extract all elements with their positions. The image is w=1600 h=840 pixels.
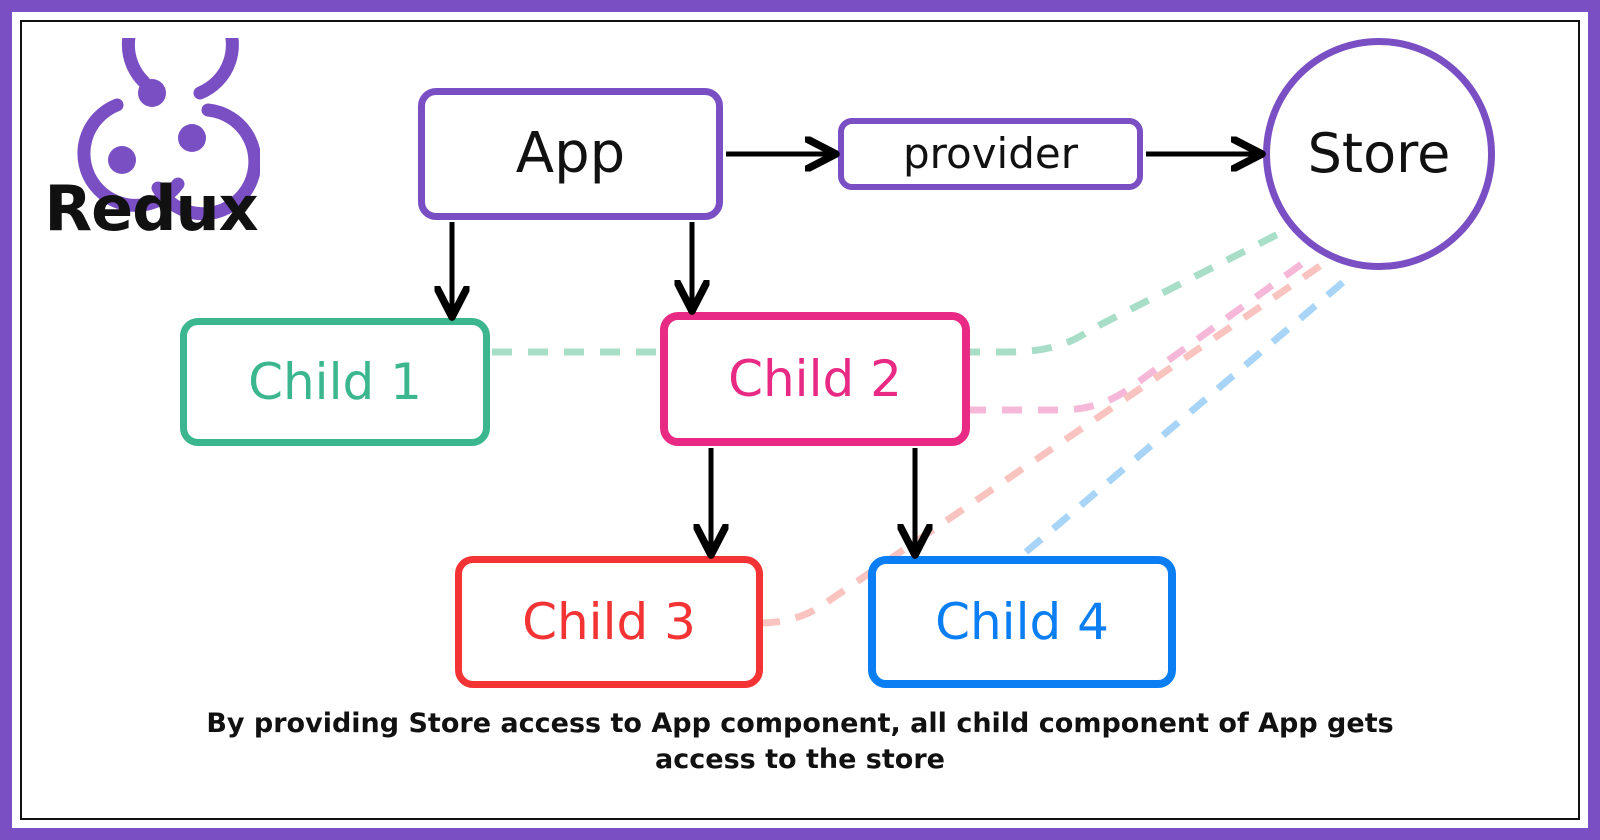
caption-line-2: access to the store bbox=[655, 744, 945, 776]
node-child-4-label: Child 4 bbox=[935, 593, 1109, 651]
node-provider-label: provider bbox=[903, 129, 1078, 178]
node-child-1[interactable]: Child 1 bbox=[180, 318, 490, 446]
redux-wordmark: Redux bbox=[44, 172, 258, 245]
dashed-link-child1-store bbox=[492, 224, 1292, 356]
caption-line-1: By providing Store access to App compone… bbox=[206, 708, 1394, 739]
node-store-label: Store bbox=[1307, 122, 1451, 185]
dashed-link-child3-store bbox=[759, 263, 1322, 627]
node-child-2-label: Child 2 bbox=[728, 350, 902, 408]
node-child-2[interactable]: Child 2 bbox=[660, 312, 970, 446]
node-child-3[interactable]: Child 3 bbox=[455, 556, 763, 688]
node-app-label: App bbox=[515, 121, 626, 186]
node-child-3-label: Child 3 bbox=[522, 593, 696, 651]
dashed-link-child4-store bbox=[1023, 269, 1358, 555]
node-store[interactable]: Store bbox=[1263, 38, 1495, 270]
node-child-1-label: Child 1 bbox=[248, 353, 422, 411]
node-app[interactable]: App bbox=[418, 88, 723, 220]
node-child-4[interactable]: Child 4 bbox=[868, 556, 1176, 688]
caption: By providing Store access to App compone… bbox=[110, 706, 1490, 779]
redux-logo-icon bbox=[77, 38, 260, 221]
node-provider[interactable]: provider bbox=[838, 118, 1143, 190]
